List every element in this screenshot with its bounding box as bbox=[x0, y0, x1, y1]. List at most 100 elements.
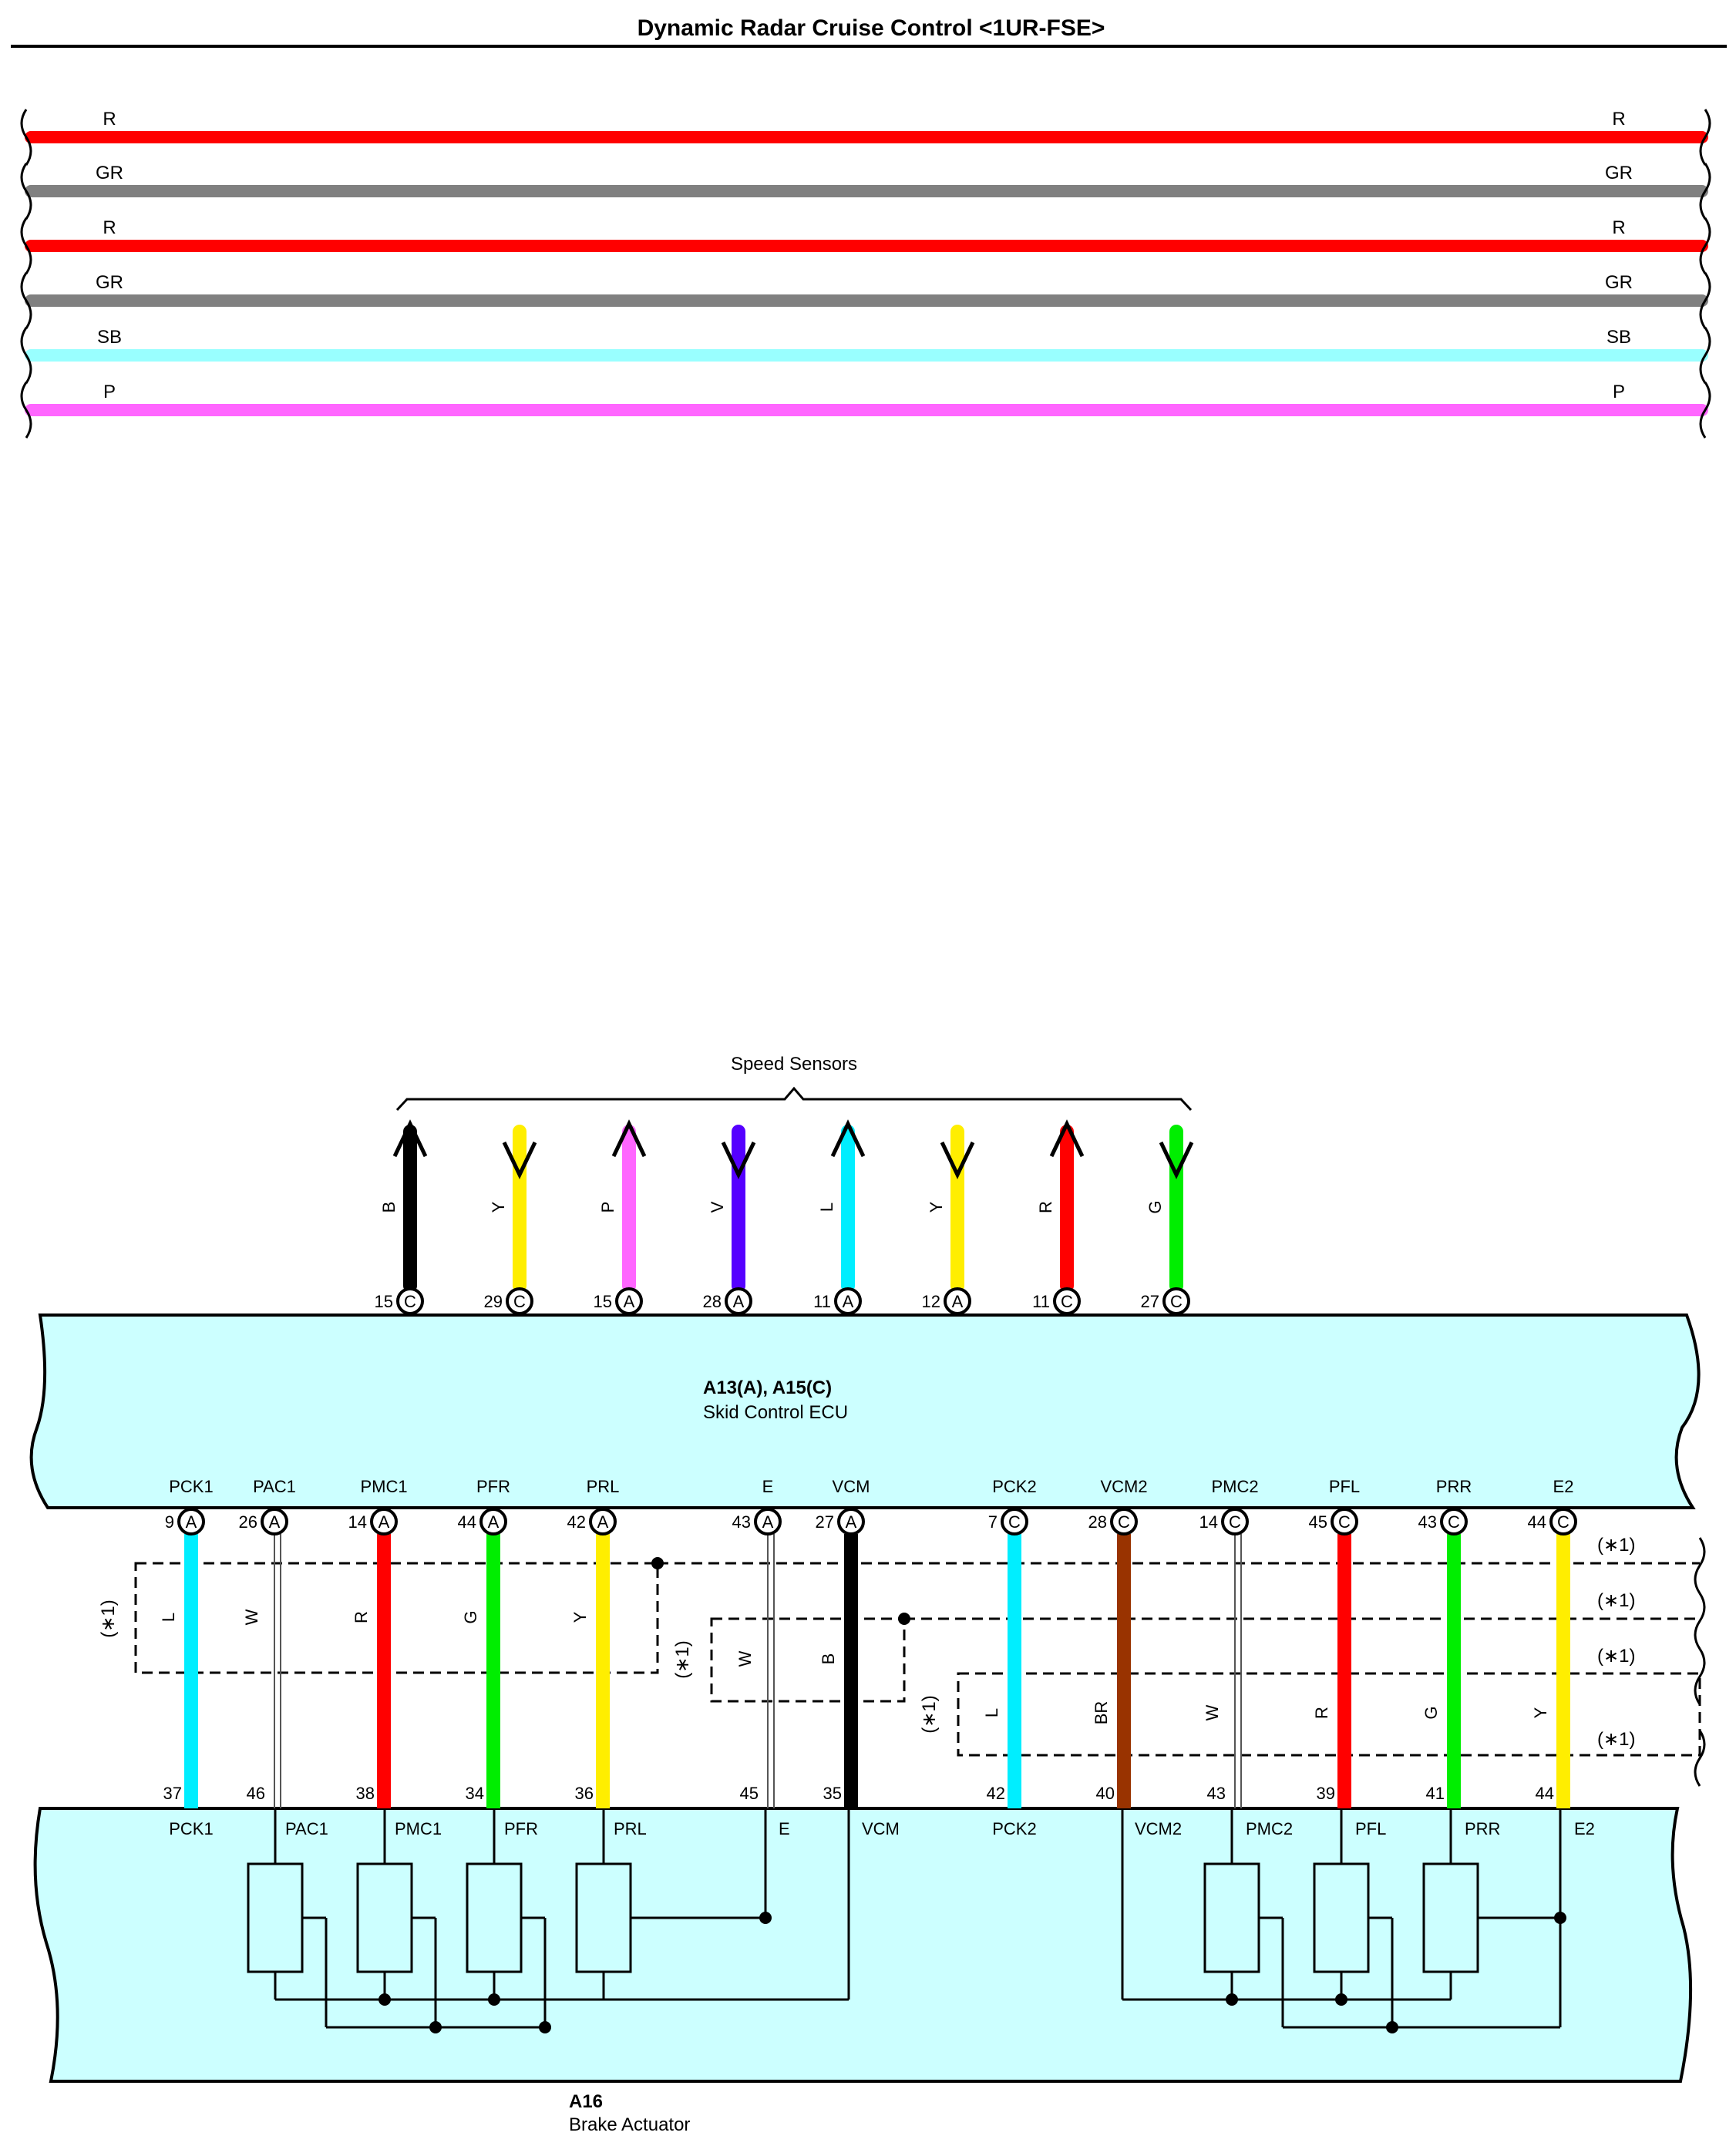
wire-color-label: R bbox=[1312, 1707, 1331, 1719]
pin-number: 44 bbox=[458, 1512, 476, 1532]
wire-break-left bbox=[20, 382, 32, 439]
connector-circle bbox=[1440, 1508, 1468, 1536]
connector-circle bbox=[1001, 1508, 1028, 1536]
wire-color-label: V bbox=[708, 1201, 727, 1213]
speed-sensor-wire: BC15FL+ bbox=[375, 1119, 428, 1344]
connector-circle bbox=[370, 1508, 398, 1536]
actuator-pin-number: 35 bbox=[823, 1784, 842, 1803]
actuator-pin-number: 45 bbox=[740, 1784, 759, 1803]
pin-number: 29 bbox=[484, 1292, 503, 1311]
ecu-terminal-label: PRL bbox=[587, 1477, 620, 1496]
shield-nodes bbox=[651, 1557, 910, 1625]
shield-note: (∗1) bbox=[1597, 1535, 1635, 1556]
wire-color-label: B bbox=[819, 1653, 838, 1665]
actuator-pin-number: 44 bbox=[1536, 1784, 1554, 1803]
speed-sensor-wire: LA11RL+ bbox=[813, 1119, 866, 1344]
ecu-terminal-label: PCK2 bbox=[992, 1477, 1036, 1496]
connector-circle bbox=[1110, 1508, 1138, 1536]
page-title: Dynamic Radar Cruise Control <1UR-FSE> bbox=[638, 15, 1105, 41]
shield-break-mark bbox=[1694, 1537, 1706, 1594]
shield-node-2 bbox=[898, 1613, 910, 1625]
actuator-circuit-left bbox=[247, 1808, 850, 2029]
sensor-wire-group: BC15FL+YC29FL–PA15FR+VA28FR–LA11RL+YA12R… bbox=[375, 1119, 1194, 1344]
shield-note-vertical: (∗1) bbox=[672, 1640, 693, 1678]
shield-note: (∗1) bbox=[1597, 1729, 1635, 1750]
arrow-up-icon bbox=[830, 1119, 866, 1158]
actuator-terminal-label: VCM2 bbox=[1135, 1819, 1182, 1838]
pin-number: 42 bbox=[567, 1512, 586, 1532]
pin-number: 28 bbox=[1088, 1512, 1107, 1532]
top-wire-label-left: R bbox=[103, 109, 116, 130]
pin-number: 14 bbox=[1199, 1512, 1218, 1532]
top-wire-label-right: GR bbox=[1605, 163, 1633, 183]
connector-circle bbox=[754, 1508, 782, 1536]
pin-number: 43 bbox=[1418, 1512, 1437, 1532]
connector-letter: C bbox=[513, 1292, 526, 1311]
pin-number: 9 bbox=[165, 1512, 174, 1532]
actuator-terminal-label: PMC1 bbox=[395, 1819, 442, 1838]
shield-box-3 bbox=[957, 1672, 1701, 1757]
top-wire-label-left: R bbox=[103, 217, 116, 238]
speed-sensor-wire: YC29FL– bbox=[484, 1125, 537, 1344]
ecu-terminal-label: PFR bbox=[476, 1477, 510, 1496]
junction-dot bbox=[1226, 1993, 1238, 2006]
actuator-pin-number: 42 bbox=[987, 1784, 1005, 1803]
pin-number: 12 bbox=[922, 1292, 940, 1311]
wire-color-label: G bbox=[1421, 1706, 1441, 1719]
wire-break-right bbox=[1699, 163, 1711, 220]
actuator-terminal-label: E2 bbox=[1574, 1819, 1595, 1838]
connector-circle bbox=[589, 1508, 617, 1536]
connector-letter: C bbox=[1448, 1512, 1460, 1532]
actuator-terminal-label: VCM bbox=[862, 1819, 900, 1838]
actuator-terminal-label: PCK1 bbox=[169, 1819, 213, 1838]
actuator-pin-number: 41 bbox=[1426, 1784, 1445, 1803]
top-wire-label-left: GR bbox=[96, 272, 123, 293]
wire-color-label: L bbox=[817, 1202, 836, 1212]
actuator-terminal-label: E bbox=[779, 1819, 790, 1838]
junction-dot bbox=[539, 2021, 551, 2033]
speed-sensor-wire: YA12RL– bbox=[922, 1125, 975, 1344]
wire-break-left bbox=[20, 217, 32, 274]
junction-dot bbox=[488, 1993, 500, 2006]
actuator-pin-number: 34 bbox=[466, 1784, 484, 1803]
wire-color-label: Y bbox=[489, 1201, 508, 1213]
wire-color-label: B bbox=[379, 1202, 399, 1213]
wire-break-right bbox=[1699, 272, 1711, 329]
shield-note-vertical: (∗1) bbox=[98, 1599, 119, 1637]
junction-dot bbox=[1335, 1993, 1347, 2006]
wire-break-left bbox=[20, 163, 32, 220]
actuator-pin-number: 43 bbox=[1207, 1784, 1226, 1803]
arrow-up-icon bbox=[392, 1119, 428, 1158]
wire-color-label: W bbox=[1203, 1704, 1222, 1720]
actuator-terminal-label: PFR bbox=[504, 1819, 538, 1838]
connector-letter: A bbox=[488, 1512, 500, 1532]
wire-break-left bbox=[20, 109, 32, 166]
actuator-pin-number: 36 bbox=[575, 1784, 594, 1803]
pin-number: 15 bbox=[594, 1292, 612, 1311]
pin-number: 27 bbox=[816, 1512, 834, 1532]
ecu-terminal-label: PFL bbox=[1329, 1477, 1360, 1496]
connector-letter: A bbox=[597, 1512, 609, 1532]
top-wire-label-right: SB bbox=[1606, 327, 1631, 348]
connector-letter: A bbox=[762, 1512, 774, 1532]
wire-color-label: W bbox=[242, 1609, 261, 1625]
pin-number: 27 bbox=[1141, 1292, 1159, 1311]
connector-circle bbox=[261, 1508, 288, 1536]
actuator-pin-number: 38 bbox=[356, 1784, 375, 1803]
speed-sensor-wire: PA15FR+ bbox=[594, 1119, 647, 1344]
actuator-pin-number: 40 bbox=[1096, 1784, 1115, 1803]
wire-color-label: L bbox=[159, 1613, 178, 1622]
arrow-up-icon bbox=[1049, 1119, 1085, 1158]
wire-color-label: Y bbox=[570, 1611, 590, 1623]
arrow-down-icon bbox=[721, 1141, 756, 1179]
actuator-terminal-label: PRR bbox=[1465, 1819, 1500, 1838]
wire-break-right bbox=[1699, 109, 1711, 166]
ecu-ref: A13(A), A15(C) bbox=[703, 1377, 832, 1398]
